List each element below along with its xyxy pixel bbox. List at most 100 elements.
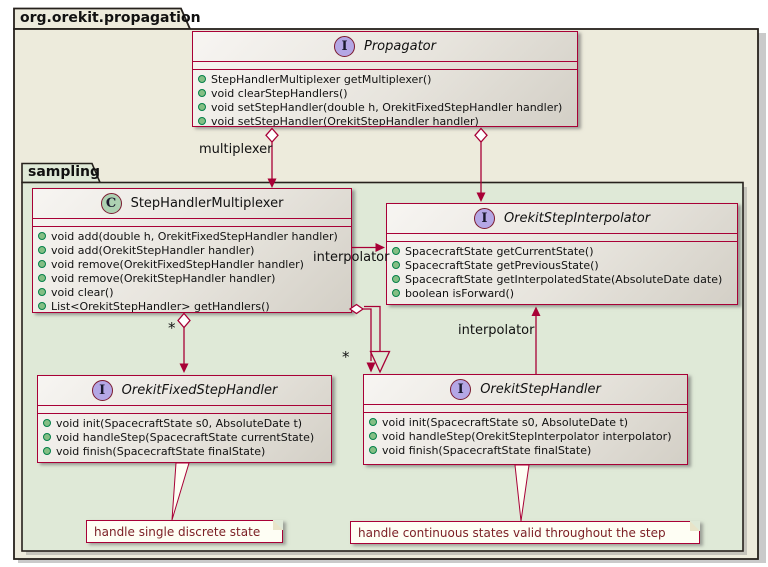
method-text: void init(SpacecraftState s0, AbsoluteDa… — [56, 416, 303, 430]
method-text: void clearStepHandlers() — [211, 86, 348, 100]
public-method-icon — [369, 432, 377, 440]
edge-step-handler-interpolator — [531, 306, 541, 374]
public-method-icon — [392, 289, 400, 297]
attributes-compartment — [33, 219, 351, 227]
methods-compartment: void init(SpacecraftState s0, AbsoluteDa… — [364, 413, 687, 457]
method-text: void init(SpacecraftState s0, AbsoluteDa… — [382, 415, 629, 429]
package-label-sampling: sampling — [28, 164, 100, 180]
multiplicity-star-step-handler: * — [342, 348, 350, 366]
attributes-compartment — [38, 406, 331, 414]
class-box-orekit-fixed-step-handler: I OrekitFixedStepHandler void init(Space… — [37, 375, 332, 463]
public-method-icon — [369, 446, 377, 454]
method-text: void handleStep(SpacecraftState currentS… — [56, 430, 315, 444]
note-step-handler: handle continuous states valid throughou… — [350, 521, 700, 544]
attributes-compartment — [193, 62, 577, 70]
edge-multiplexer-step-handler — [348, 303, 376, 373]
public-method-icon — [43, 433, 51, 441]
multiplicity-star-fixed-handler: * — [168, 319, 176, 337]
method-row: void handleStep(SpacecraftState currentS… — [43, 430, 331, 444]
edge-propagator-interpolator — [474, 127, 488, 202]
edge-label-multiplexer: multiplexer — [199, 142, 273, 157]
class-title-orekit-step-handler: I OrekitStepHandler — [364, 375, 687, 405]
method-row: SpacecraftState getInterpolatedState(Abs… — [392, 272, 737, 286]
public-method-icon — [38, 246, 46, 254]
public-method-icon — [198, 89, 206, 97]
methods-compartment: void init(SpacecraftState s0, AbsoluteDa… — [38, 414, 331, 458]
method-text: void remove(OrekitStepHandler handler) — [51, 271, 276, 285]
note-fixed-step-handler: handle single discrete state — [86, 520, 283, 543]
public-method-icon — [392, 247, 400, 255]
method-row: void clear() — [38, 285, 351, 299]
public-method-icon — [369, 418, 377, 426]
class-name: Propagator — [364, 39, 436, 54]
attributes-compartment — [364, 405, 687, 413]
method-row: void finish(SpacecraftState finalState) — [43, 444, 331, 458]
method-text: void finish(SpacecraftState finalState) — [56, 444, 266, 458]
method-row: void finish(SpacecraftState finalState) — [369, 443, 687, 457]
method-text: void add(OrekitStepHandler handler) — [51, 243, 255, 257]
method-text: void add(double h, OrekitFixedStepHandle… — [51, 229, 338, 243]
method-row: List<OrekitStepHandler> getHandlers() — [38, 299, 351, 313]
public-method-icon — [38, 302, 46, 310]
public-method-icon — [392, 275, 400, 283]
method-row: StepHandlerMultiplexer getMultiplexer() — [198, 72, 577, 86]
method-row: void init(SpacecraftState s0, AbsoluteDa… — [369, 415, 687, 429]
public-method-icon — [38, 274, 46, 282]
public-method-icon — [38, 288, 46, 296]
class-box-step-handler-multiplexer: C StepHandlerMultiplexer void add(double… — [32, 188, 352, 313]
class-title-propagator: I Propagator — [193, 32, 577, 62]
class-title-orekit-step-interpolator: I OrekitStepInterpolator — [387, 204, 737, 234]
methods-compartment: StepHandlerMultiplexer getMultiplexer() … — [193, 70, 577, 127]
method-text: void setStepHandler(double h, OrekitFixe… — [211, 100, 563, 114]
public-method-icon — [392, 261, 400, 269]
method-row: void init(SpacecraftState s0, AbsoluteDa… — [43, 416, 331, 430]
method-row: SpacecraftState getCurrentState() — [392, 244, 737, 258]
method-row: void remove(OrekitFixedStepHandler handl… — [38, 257, 351, 271]
class-title-orekit-fixed-step-handler: I OrekitFixedStepHandler — [38, 376, 331, 406]
public-method-icon — [43, 447, 51, 455]
interface-icon: I — [334, 36, 355, 57]
method-text: void clear() — [51, 285, 114, 299]
method-row: void clearStepHandlers() — [198, 86, 577, 100]
public-method-icon — [198, 103, 206, 111]
public-method-icon — [198, 75, 206, 83]
class-box-orekit-step-handler: I OrekitStepHandler void init(Spacecraft… — [363, 374, 688, 465]
edge-label-interpolator-horizontal: interpolator — [313, 250, 390, 265]
package-label-org-orekit-propagation: org.orekit.propagation — [20, 10, 201, 26]
edge-propagator-multiplexer — [265, 127, 279, 188]
public-method-icon — [198, 117, 206, 125]
class-name: OrekitStepInterpolator — [503, 211, 651, 226]
methods-compartment: SpacecraftState getCurrentState() Spacec… — [387, 242, 737, 300]
interface-icon: I — [473, 208, 495, 229]
method-row: boolean isForward() — [392, 286, 737, 300]
class-name: OrekitStepHandler — [480, 382, 601, 397]
public-method-icon — [38, 260, 46, 268]
method-text: void handleStep(OrekitStepInterpolator i… — [382, 429, 672, 443]
method-row: void setStepHandler(OrekitStepHandler ha… — [198, 114, 577, 127]
method-text: SpacecraftState getInterpolatedState(Abs… — [405, 272, 723, 286]
class-name: OrekitFixedStepHandler — [121, 383, 278, 398]
method-text: void remove(OrekitFixedStepHandler handl… — [51, 257, 304, 271]
public-method-icon — [43, 419, 51, 427]
method-text: void finish(SpacecraftState finalState) — [382, 443, 592, 457]
method-text: void setStepHandler(OrekitStepHandler ha… — [211, 114, 479, 127]
edge-multiplexer-fixed-handler — [177, 312, 191, 373]
methods-compartment: void add(double h, OrekitFixedStepHandle… — [33, 227, 351, 313]
attributes-compartment — [387, 234, 737, 242]
method-row: void add(double h, OrekitFixedStepHandle… — [38, 229, 351, 243]
method-text: SpacecraftState getCurrentState() — [405, 244, 594, 258]
public-method-icon — [38, 232, 46, 240]
method-text: boolean isForward() — [405, 286, 515, 300]
class-name: StepHandlerMultiplexer — [130, 196, 284, 211]
method-text: List<OrekitStepHandler> getHandlers() — [51, 299, 270, 313]
class-icon: C — [100, 193, 122, 214]
interface-icon: I — [91, 380, 113, 401]
method-text: SpacecraftState getPreviousState() — [405, 258, 599, 272]
class-title-step-handler-multiplexer: C StepHandlerMultiplexer — [33, 189, 351, 219]
class-box-orekit-step-interpolator: I OrekitStepInterpolator SpacecraftState… — [386, 203, 738, 305]
method-row: void setStepHandler(double h, OrekitFixe… — [198, 100, 577, 114]
class-box-propagator: I Propagator StepHandlerMultiplexer getM… — [192, 31, 578, 127]
method-text: StepHandlerMultiplexer getMultiplexer() — [211, 72, 432, 86]
method-row: void remove(OrekitStepHandler handler) — [38, 271, 351, 285]
